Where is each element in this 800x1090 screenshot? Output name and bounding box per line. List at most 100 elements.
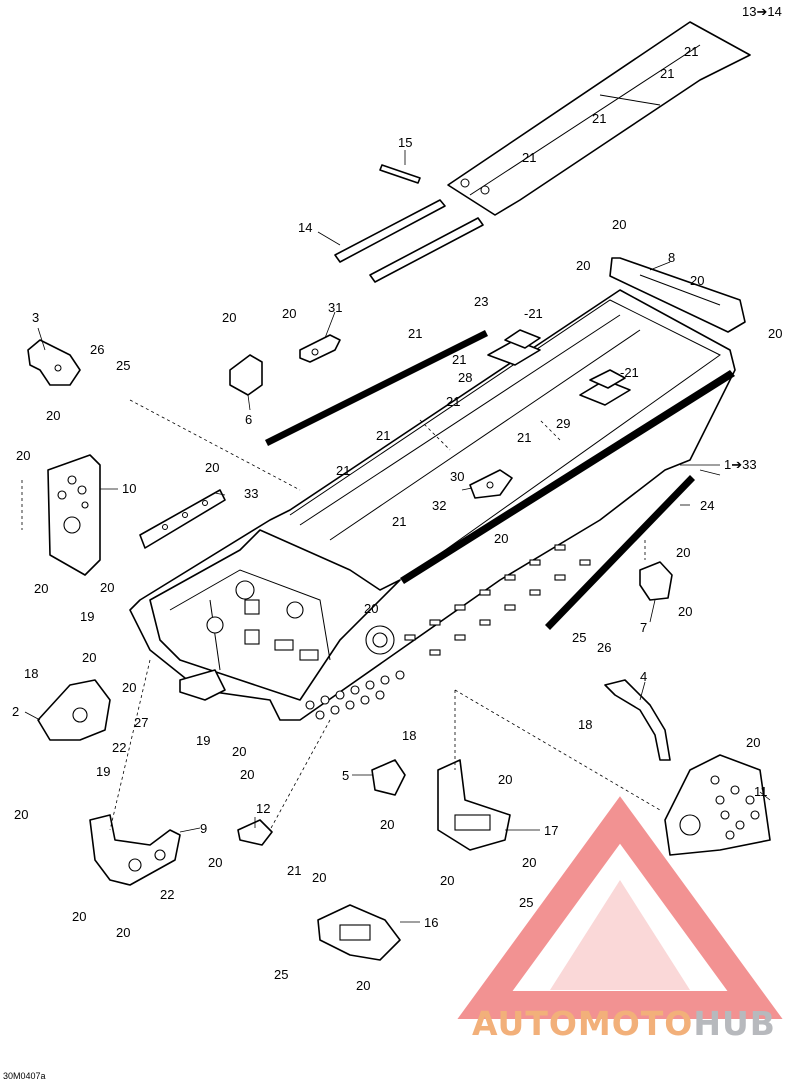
callout: 21: [392, 514, 406, 529]
callout: 21: [660, 66, 674, 81]
callout: 21: [684, 44, 698, 59]
callout: -21: [524, 306, 543, 321]
callout: 30: [450, 469, 464, 484]
callout: 20: [82, 650, 96, 665]
callout: 32: [432, 498, 446, 513]
part-3-bracket: [27, 339, 81, 386]
callout: 21: [446, 394, 460, 409]
callout: 21: [522, 150, 536, 165]
part-11-plate: [664, 754, 771, 856]
callout: 3: [32, 310, 39, 325]
callout: 4: [640, 669, 647, 684]
callout: 16: [424, 915, 438, 930]
running-board-slots: [404, 544, 591, 656]
part-33-strip: [139, 489, 226, 549]
leader-lines: [21, 150, 771, 923]
callout: 1➔33: [724, 457, 757, 472]
callout: 21: [287, 863, 301, 878]
callout: 17: [544, 823, 558, 838]
part-16-bracket: [317, 904, 401, 961]
part-10-plate: [47, 454, 101, 576]
part-13-upper-cover: [447, 21, 751, 216]
part-30-bracket: [469, 469, 513, 499]
callout: 19: [80, 609, 94, 624]
callout: 26: [90, 342, 104, 357]
callout: 20: [100, 580, 114, 595]
callout: 20: [205, 460, 219, 475]
part-4-brace: [604, 679, 671, 761]
callout: 23: [474, 294, 488, 309]
callout: 25: [519, 895, 533, 910]
callout: 20: [16, 448, 30, 463]
part-2-bracket: [37, 679, 111, 741]
callout: 20: [676, 545, 690, 560]
callout: 20: [746, 735, 760, 750]
part-7: [639, 561, 673, 601]
callout: 25: [274, 967, 288, 982]
callout: 20: [46, 408, 60, 423]
callout: 20: [116, 925, 130, 940]
callout: 20: [208, 855, 222, 870]
callout: 20: [240, 767, 254, 782]
callout: 20: [498, 772, 512, 787]
callout: 20: [440, 873, 454, 888]
part-14-runners: [334, 199, 484, 283]
callout: 25: [572, 630, 586, 645]
callout: 2: [12, 704, 19, 719]
callout: 21: [336, 463, 350, 478]
callout: 7: [640, 620, 647, 635]
callout: 19: [96, 764, 110, 779]
part-6: [229, 354, 263, 396]
callout: 8: [668, 250, 675, 265]
callout: 24: [700, 498, 714, 513]
callout: 20: [282, 306, 296, 321]
part-28-blocks: [487, 329, 631, 406]
watermark-text-part1: AUTOMOTO: [472, 1004, 694, 1043]
callout: 20: [612, 217, 626, 232]
callout: -21: [620, 365, 639, 380]
callout: 20: [222, 310, 236, 325]
part-31: [299, 334, 341, 363]
callout: 20: [768, 326, 782, 341]
callout: 33: [244, 486, 258, 501]
part-5: [371, 759, 406, 796]
perforated-plate: [305, 670, 405, 720]
callout: 20: [690, 273, 704, 288]
callout: 20: [364, 601, 378, 616]
callout: 26: [597, 640, 611, 655]
callout: 20: [380, 817, 394, 832]
callout: 21: [592, 111, 606, 126]
callout: 25: [116, 358, 130, 373]
part-1-main-frame: [129, 289, 736, 721]
callout: 20: [232, 744, 246, 759]
callout: 28: [458, 370, 472, 385]
callout: 18: [24, 666, 38, 681]
part-24-side-rail: [545, 475, 695, 630]
callout: 10: [122, 481, 136, 496]
watermark-text-part2: HUB: [693, 1004, 776, 1043]
callout: 20: [576, 258, 590, 273]
watermark-triangle: [457, 796, 783, 1019]
callout: 6: [245, 412, 252, 427]
callout: 22: [112, 740, 126, 755]
callout: 12: [256, 801, 270, 816]
part-23-rail: [265, 330, 488, 446]
callout: 21: [452, 352, 466, 367]
callout: 19: [196, 733, 210, 748]
callout: 18: [402, 728, 416, 743]
callout: 15: [398, 135, 412, 150]
callout: 20: [14, 807, 28, 822]
callout: 22: [160, 887, 174, 902]
callout: 18: [578, 717, 592, 732]
part-8-bracket: [609, 257, 746, 333]
callout: 20: [312, 870, 326, 885]
callout: 20: [678, 604, 692, 619]
callout: 5: [342, 768, 349, 783]
callout: 21: [408, 326, 422, 341]
callout-labels: 13➔14 21 21 21 21 15 14 20 20 8 20 20 3 …: [12, 4, 782, 993]
callout: 21: [376, 428, 390, 443]
callout: 31: [328, 300, 342, 315]
callout: 13➔14: [742, 4, 782, 19]
callout: 20: [356, 978, 370, 993]
